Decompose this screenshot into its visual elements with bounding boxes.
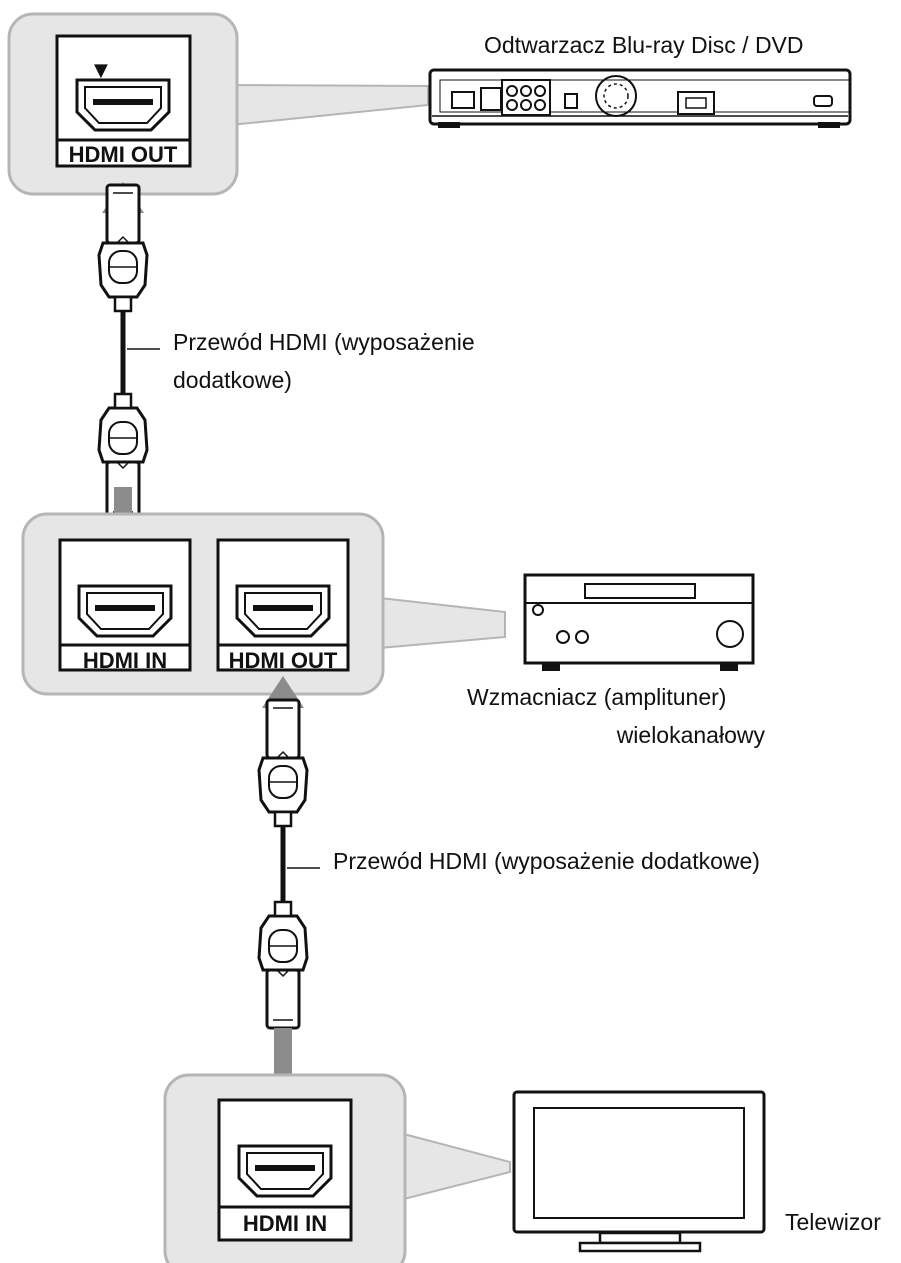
cable-1-label-line2: dodatkowe) bbox=[173, 367, 292, 393]
amp-hdmi-in-label: HDMI IN bbox=[83, 648, 167, 673]
amp-hdmi-out-label: HDMI OUT bbox=[229, 648, 338, 673]
amplifier-label-line1: Wzmacniacz (amplituner) bbox=[467, 684, 726, 710]
cable-1-label-line1: Przewód HDMI (wyposażenie bbox=[173, 329, 475, 355]
player-device-icon bbox=[428, 68, 852, 128]
tv-label: Telewizor bbox=[785, 1209, 881, 1235]
tv-device-icon bbox=[512, 1090, 766, 1253]
amplifier-port-callout: HDMI IN HDMI OUT bbox=[21, 512, 506, 696]
cable-1-plug-top-icon bbox=[97, 183, 149, 313]
player-port-callout: ▼ HDMI OUT bbox=[7, 12, 429, 196]
player-out-arrow-icon: ▼ bbox=[94, 60, 108, 81]
player-device-label: Odtwarzacz Blu-ray Disc / DVD bbox=[484, 32, 804, 58]
cable-2-label: Przewód HDMI (wyposażenie dodatkowe) bbox=[333, 848, 760, 874]
cable-2 bbox=[257, 676, 320, 1136]
amplifier-label-line2: wielokanałowy bbox=[616, 722, 766, 748]
tv-hdmi-in-label: HDMI IN bbox=[243, 1211, 327, 1236]
tv-port-callout: HDMI IN bbox=[163, 1073, 511, 1263]
amplifier-device-icon bbox=[523, 573, 755, 671]
player-hdmi-out-label: HDMI OUT bbox=[69, 142, 178, 167]
cable-2-plug-top-icon bbox=[257, 698, 309, 828]
cable-2-plug-bottom-icon bbox=[257, 900, 309, 1030]
